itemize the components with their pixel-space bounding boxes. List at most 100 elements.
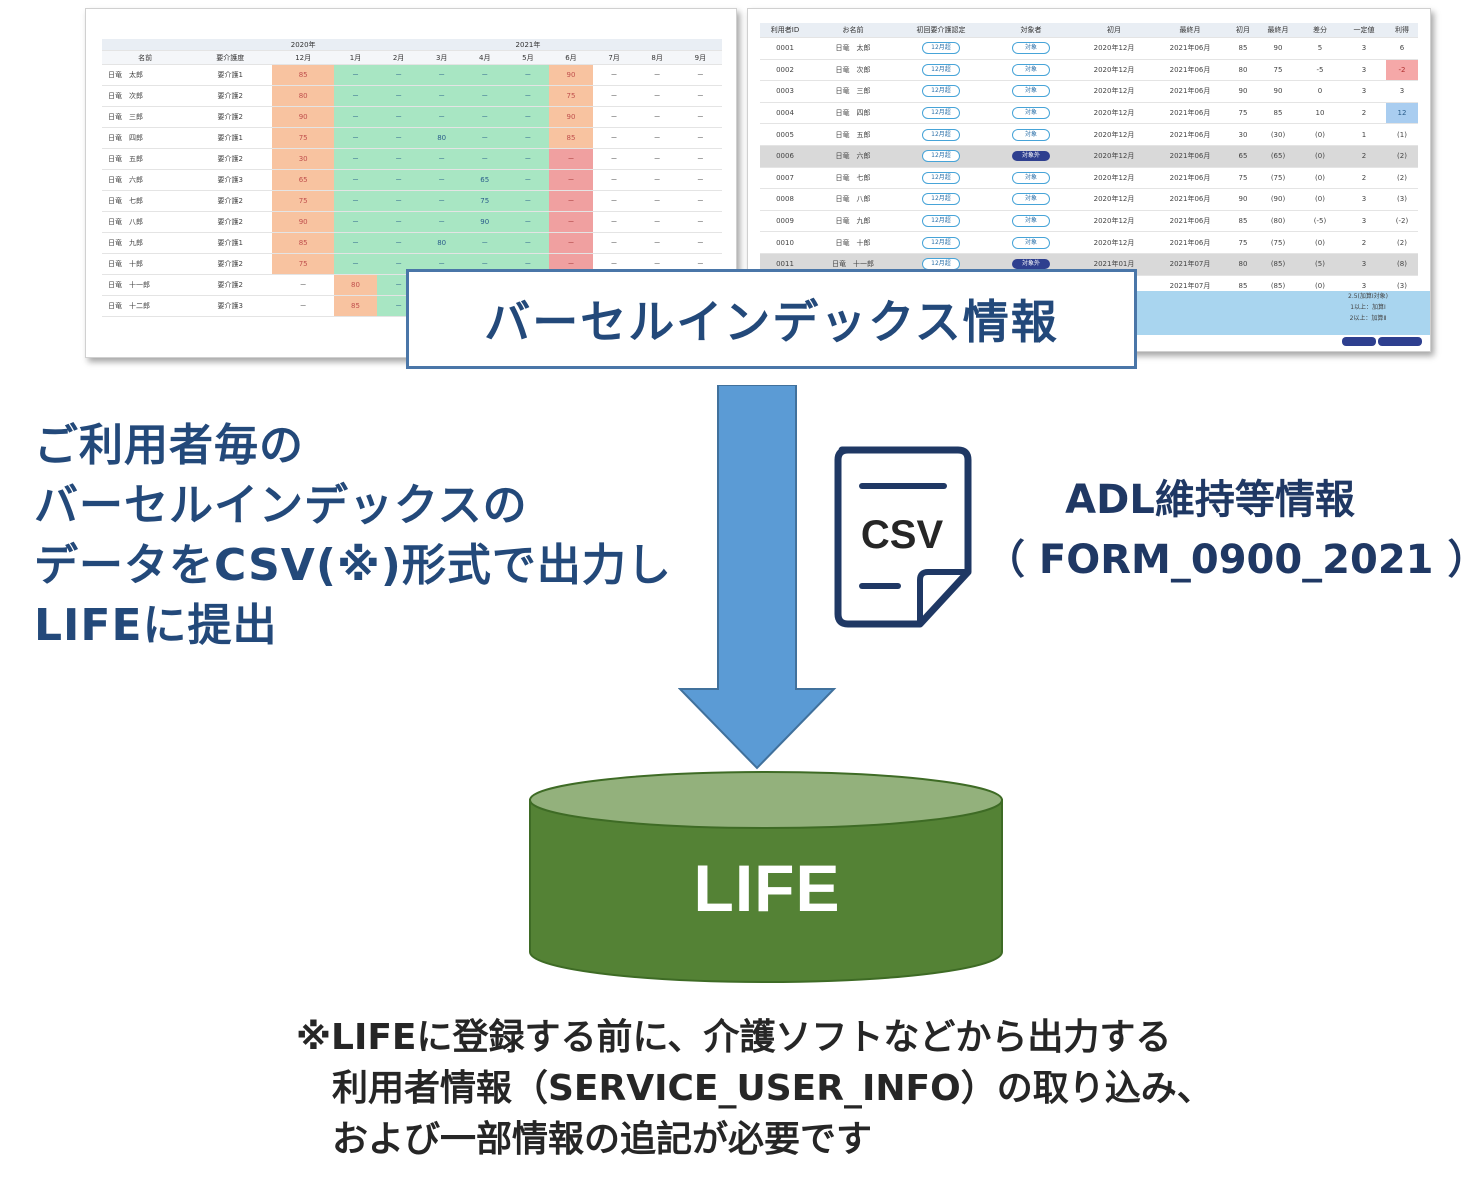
cell-const: 2 (1342, 102, 1386, 125)
cell-id: 0008 (760, 188, 810, 211)
cell-cert: 12月超 (896, 210, 986, 233)
cell-first: 2020年12月 (1076, 59, 1152, 82)
cell-diff: (0) (1298, 145, 1342, 168)
group-header-empty (102, 39, 273, 51)
cell-target: 対象 (986, 231, 1076, 254)
cell-const: 2 (1342, 145, 1386, 168)
cell-v1: 75 (1228, 231, 1258, 254)
csv-icon-label: CSV (861, 513, 944, 557)
cell-cert: 12月超 (896, 231, 986, 254)
cell-cert: 12月超 (896, 102, 986, 125)
cell-first: 2020年12月 (1076, 210, 1152, 233)
user-name-cell: 日竜 三郎 (102, 106, 189, 128)
score-cell: － (506, 127, 550, 149)
target-badge[interactable]: 対象外 (1012, 151, 1050, 162)
score-cell: － (333, 106, 378, 128)
care-level-cell: 要介護3 (188, 169, 273, 191)
user-name-cell: 日竜 太郎 (102, 64, 189, 86)
target-badge[interactable]: 対象 (1012, 236, 1050, 249)
cell-const: 3 (1342, 210, 1386, 233)
target-badge[interactable]: 対象 (1012, 193, 1050, 206)
cell-target: 対象 (986, 37, 1076, 60)
cell-gain: (3) (1386, 188, 1418, 211)
score-cell: － (592, 127, 636, 149)
score-cell: 90 (463, 211, 507, 233)
certification-badge: 12月超 (922, 42, 960, 55)
score-cell: － (420, 85, 464, 107)
database-label: LIFE (693, 851, 841, 925)
panel-button[interactable] (1342, 337, 1376, 346)
column-header: 差分 (1298, 23, 1342, 38)
panel-button[interactable] (1378, 337, 1422, 346)
left-description-line: ご利用者毎の (34, 420, 304, 471)
cell-const: 3 (1342, 253, 1386, 276)
cell-first: 2020年12月 (1076, 80, 1152, 103)
cell-first: 2020年12月 (1076, 37, 1152, 60)
score-cell: 80 (272, 85, 334, 107)
cell-const: 3 (1342, 37, 1386, 60)
title-box: バーセルインデックス情報 (406, 269, 1137, 369)
left-description-line: バーセルインデックスの (34, 480, 528, 531)
target-badge[interactable]: 対象 (1012, 128, 1050, 141)
cell-v2: 90 (1258, 37, 1298, 60)
down-arrow-shape (678, 385, 837, 770)
target-badge[interactable]: 対象 (1012, 171, 1050, 184)
cell-v2: (65) (1258, 145, 1298, 168)
target-badge[interactable]: 対象 (1012, 215, 1050, 228)
score-cell: 75 (463, 190, 507, 212)
score-cell: － (420, 169, 464, 191)
cell-diff: 5 (1298, 37, 1342, 60)
cell-gain: 12 (1386, 102, 1418, 125)
column-header: 対象者 (986, 23, 1076, 38)
cylinder-body (529, 799, 1003, 983)
score-cell: － (678, 190, 722, 212)
user-name-cell: 日竜 六郎 (102, 169, 189, 191)
cell-v2: (30) (1258, 123, 1298, 146)
cell-last: 2021年06月 (1152, 123, 1228, 146)
score-cell: 80 (333, 274, 378, 296)
cell-const: 3 (1342, 59, 1386, 82)
cell-v1: 30 (1228, 123, 1258, 146)
score-cell: － (333, 211, 378, 233)
certification-badge: 12月超 (922, 128, 960, 141)
summary-line: 1以上：加算Ⅰ (1350, 304, 1386, 311)
cell-id: 0002 (760, 59, 810, 82)
care-level-cell: 要介護2 (188, 190, 273, 212)
care-level-cell: 要介護1 (188, 232, 273, 254)
cell-cert: 12月超 (896, 59, 986, 82)
score-cell: 75 (272, 127, 334, 149)
cell-target: 対象外 (986, 145, 1076, 168)
cell-first: 2020年12月 (1076, 167, 1152, 190)
column-header: 要介護度 (188, 50, 273, 65)
score-cell: － (635, 127, 679, 149)
cell-id: 0009 (760, 210, 810, 233)
score-cell: 80 (420, 232, 464, 254)
target-badge[interactable]: 対象 (1012, 85, 1050, 98)
target-badge[interactable]: 対象 (1012, 63, 1050, 76)
title-text: バーセルインデックス情報 (484, 295, 1059, 349)
column-header: 初月 (1228, 23, 1258, 38)
cell-last: 2021年06月 (1152, 210, 1228, 233)
score-cell: 85 (272, 64, 334, 86)
target-badge[interactable]: 対象外 (1012, 259, 1050, 270)
cell-last: 2021年06月 (1152, 145, 1228, 168)
cell-id: 0004 (760, 102, 810, 125)
score-cell: － (377, 148, 421, 170)
target-badge[interactable]: 対象 (1012, 107, 1050, 120)
cell-cert: 12月超 (896, 188, 986, 211)
cell-v1: 80 (1228, 59, 1258, 82)
cell-cert: 12月超 (896, 123, 986, 146)
cell-const: 1 (1342, 123, 1386, 146)
score-cell: － (420, 190, 464, 212)
score-cell: － (463, 106, 507, 128)
score-cell: － (635, 169, 679, 191)
column-header: 7月 (592, 50, 636, 65)
target-badge[interactable]: 対象 (1012, 42, 1050, 55)
cell-v2: (75) (1258, 231, 1298, 254)
